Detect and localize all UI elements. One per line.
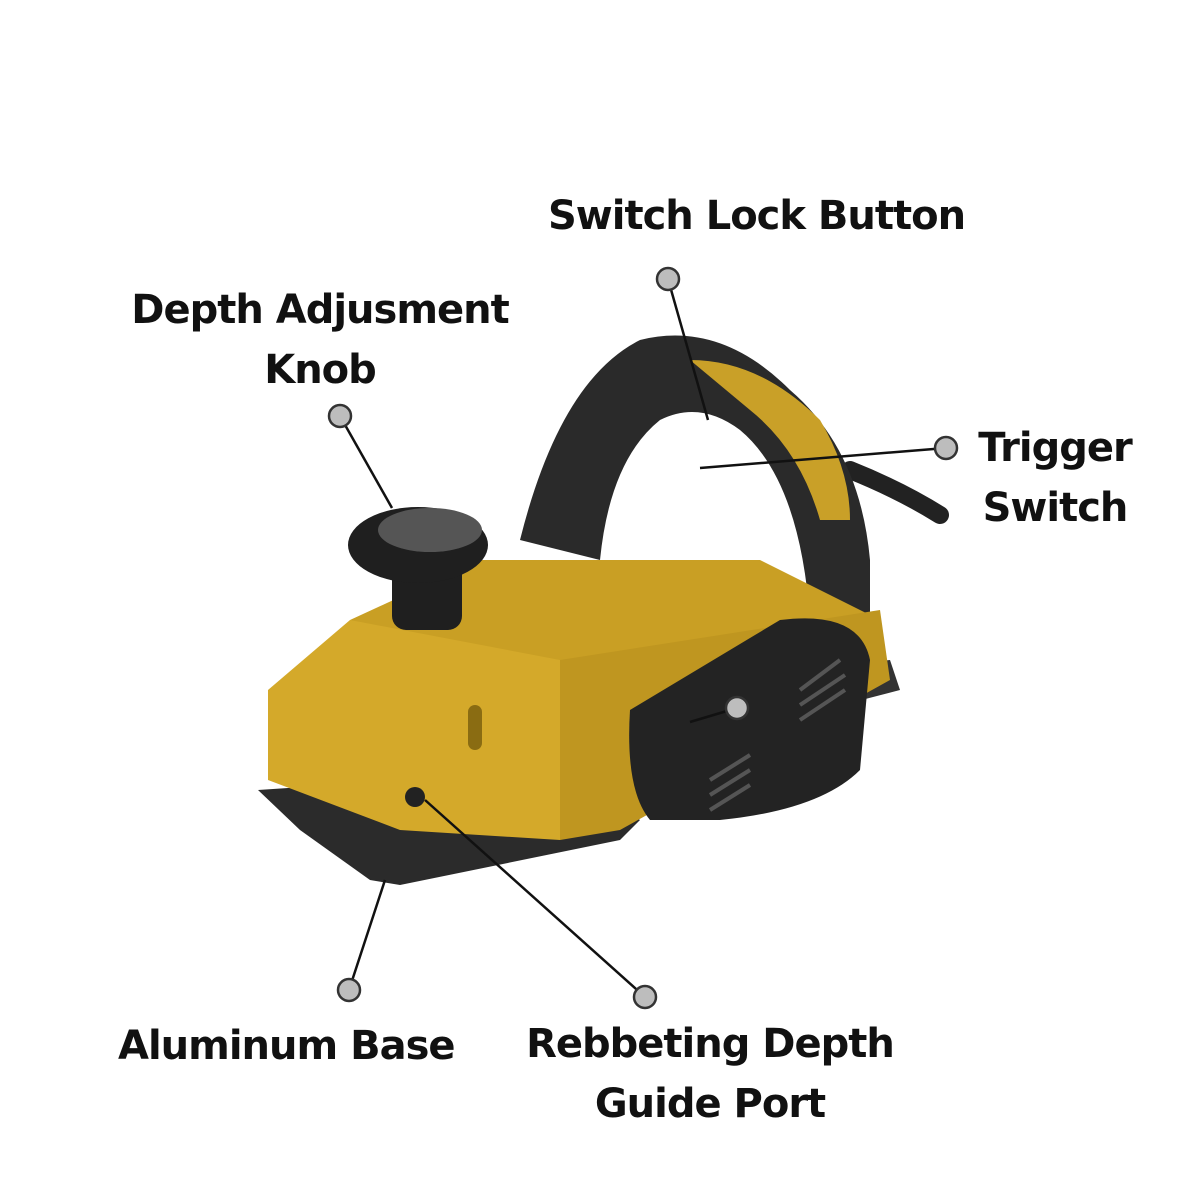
knob-top — [378, 508, 482, 552]
label-rebbeting-line1: Rebbeting Depth — [526, 1021, 895, 1067]
power-cord — [841, 461, 949, 524]
body-front — [268, 620, 560, 840]
label-rebbeting-line2: Guide Port — [594, 1081, 826, 1127]
marker-base — [336, 977, 362, 1003]
label-trigger-line1: Trigger — [978, 425, 1132, 471]
label-aluminum-base: Aluminum Base — [118, 1023, 456, 1069]
marker-trigger — [933, 435, 959, 461]
label-depth-knob: Depth Adjusment Knob — [110, 280, 530, 400]
rebbeting-port-hole — [405, 787, 425, 807]
label-switch-lock-button: Switch Lock Button — [548, 193, 966, 239]
cover-vents — [708, 658, 847, 812]
label-depth-knob-line2: Knob — [264, 347, 377, 393]
marker-switch-lock — [655, 266, 681, 292]
marker-depth-knob — [327, 403, 353, 429]
leader-lines — [338, 278, 947, 998]
belt-cover — [629, 618, 870, 820]
handle-grip — [690, 360, 850, 520]
label-rebbeting-port: Rebbeting Depth Guide Port — [510, 1014, 910, 1134]
label-trigger-line2: Switch — [982, 485, 1129, 531]
label-trigger-switch: Trigger Switch — [965, 418, 1145, 538]
body-slot — [468, 705, 482, 750]
label-depth-knob-line1: Depth Adjusment — [131, 287, 509, 333]
marker-cover — [724, 695, 750, 721]
marker-rebbeting — [632, 984, 658, 1010]
